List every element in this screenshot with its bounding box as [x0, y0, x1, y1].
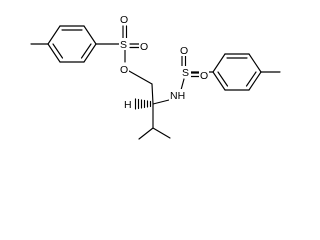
left-tolyl-ring: [30, 25, 97, 63]
isopropyl-methyl-bond: [152, 127, 171, 139]
right-ring-double-bond: [217, 71, 229, 87]
amide-oxygen-left-label: O: [180, 45, 188, 57]
right-tolyl-ring: [212, 53, 281, 91]
structure-canvas: S O O O S O O NH H: [30, 13, 281, 140]
ester-oxygen-label: O: [120, 64, 128, 76]
left-ring-bond: [83, 25, 97, 45]
ester-oxygen-right-label: O: [140, 41, 148, 53]
left-ring-bond: [83, 43, 97, 63]
c-n-bond: [152, 99, 170, 105]
right-ring-bond: [248, 53, 262, 73]
right-ring-bond: [212, 71, 226, 91]
right-ring-bond: [248, 71, 262, 91]
amide-nh-label: NH: [170, 90, 185, 102]
left-ring-bond: [47, 25, 61, 45]
right-ring-double-bond: [245, 71, 257, 87]
amide-oxygen-right-label: O: [200, 70, 208, 82]
ester-sulfonyl-group: [95, 25, 154, 105]
left-ring-double-bond: [52, 43, 64, 59]
chemical-structure: S O O O S O O NH H: [30, 13, 281, 140]
chiral-center: [134, 98, 171, 140]
stereo-hydrogen-label: H: [124, 99, 132, 111]
left-ring-double-bond: [80, 43, 92, 59]
atom-labels: S O O O S O O NH H: [119, 13, 209, 111]
o-ch2-bond: [128, 70, 153, 85]
ester-sulfur-label: S: [120, 39, 127, 51]
right-ring-bond: [212, 53, 226, 73]
amide-sulfur-label: S: [182, 67, 189, 79]
n-s-bond: [180, 78, 185, 91]
ch2-chiral-bond: [151, 83, 154, 105]
isopropyl-methyl-bond: [138, 127, 154, 140]
left-ring-bond: [47, 43, 61, 63]
ester-oxygen-top-label: O: [120, 14, 128, 26]
